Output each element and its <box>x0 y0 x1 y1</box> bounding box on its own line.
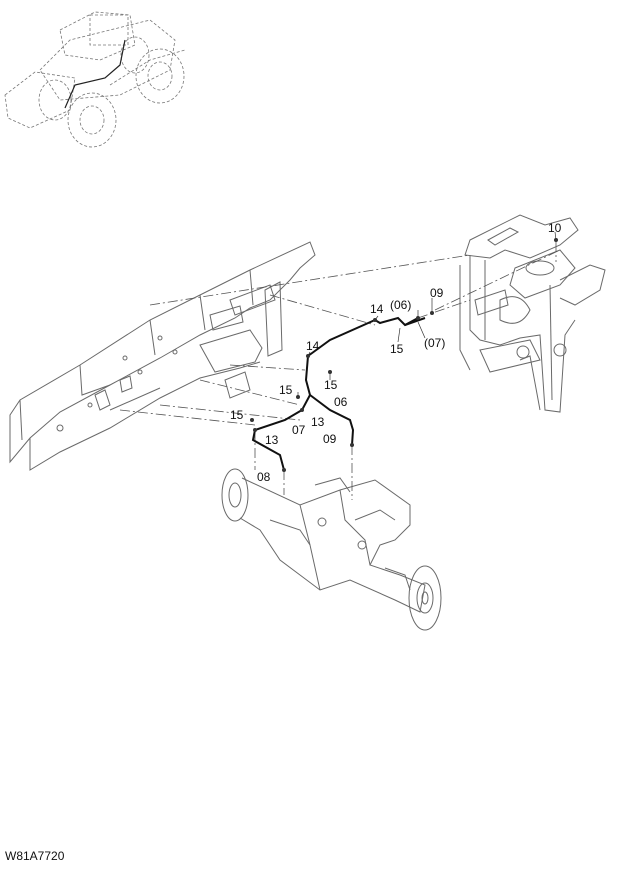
callout-10: 10 <box>548 221 562 235</box>
callout-14: 14 <box>370 302 384 316</box>
rear-frame <box>9 241 316 471</box>
callout-06: 06 <box>334 395 348 409</box>
figure-code: W81A7720 <box>5 849 65 863</box>
fitting-marker <box>253 428 257 432</box>
callout-15: 15 <box>279 383 293 397</box>
rear-axle <box>221 468 442 631</box>
callout-15: 15 <box>390 342 404 356</box>
callout-15: 15 <box>324 378 338 392</box>
callout-13: 13 <box>265 433 279 447</box>
pipe-line-front <box>404 317 426 326</box>
callout-09: 09 <box>430 286 444 300</box>
callout-09: 09 <box>323 432 337 446</box>
fitting-marker <box>300 408 304 412</box>
callout-14: 14 <box>306 339 320 353</box>
fitting-marker <box>350 443 354 447</box>
callouts: 10 14 (06) 09 15 (07) 14 15 15 06 13 15 … <box>230 221 562 484</box>
overview-pipe-route <box>64 39 126 109</box>
machine-overview-thumbnail <box>4 11 186 148</box>
callout-13: 13 <box>311 415 325 429</box>
brake-pipe-route <box>251 316 426 471</box>
callout-15: 15 <box>230 408 244 422</box>
callout-07-parenthetical: (07) <box>424 336 445 350</box>
leader-lines <box>251 231 557 420</box>
callout-06-parenthetical: (06) <box>390 298 411 312</box>
pipe-line-main <box>251 316 419 471</box>
alignment-lines <box>119 242 561 500</box>
callout-07: 07 <box>292 423 306 437</box>
callout-08: 08 <box>257 470 271 484</box>
fitting-marker <box>282 468 286 472</box>
front-frame <box>459 214 606 413</box>
pipe-line-branch <box>309 394 355 446</box>
